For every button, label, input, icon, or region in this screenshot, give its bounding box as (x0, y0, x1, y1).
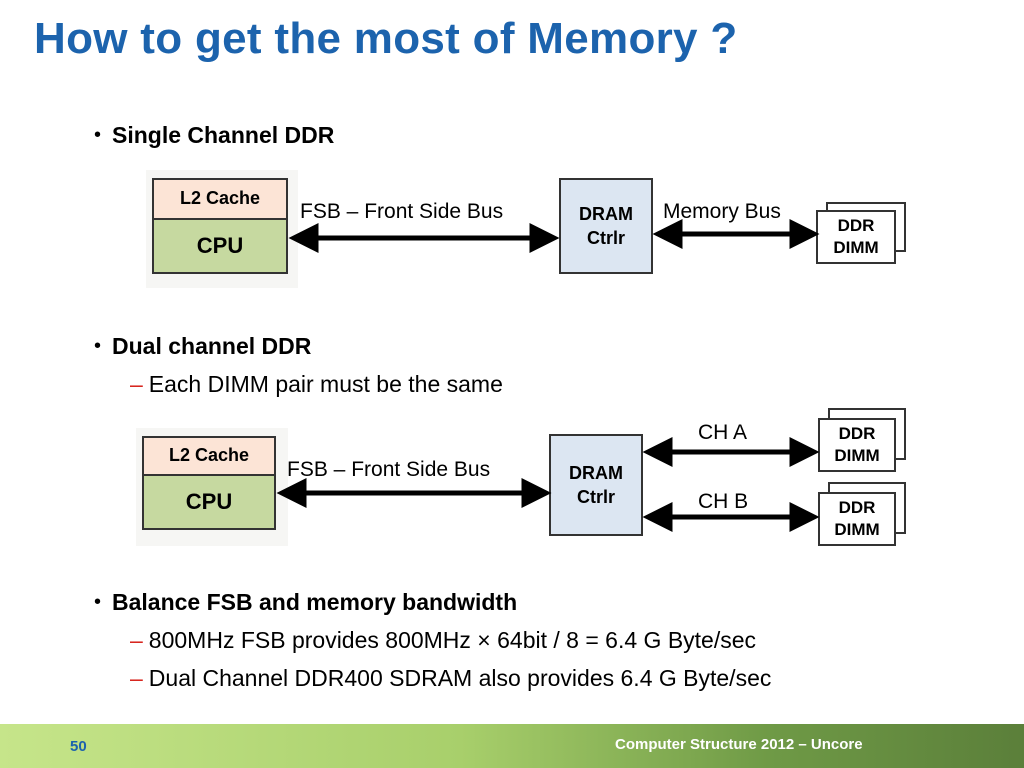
bullet-glyph: • (94, 591, 102, 613)
memory-bus-label: Memory Bus (663, 200, 781, 223)
bullet-text: Single Channel DDR (112, 122, 335, 148)
bullet-text: Balance FSB and memory bandwidth (112, 589, 518, 615)
bullet-balance-bandwidth: • Balance FSB and memory bandwidth (94, 589, 517, 616)
sub-dimm-pair: –Each DIMM pair must be the same (130, 371, 503, 398)
dimm-label-line1: DDR (837, 216, 875, 235)
sub-text: Dual Channel DDR400 SDRAM also provides … (148, 665, 772, 691)
sub-text: 800MHz FSB provides 800MHz × 64bit / 8 =… (148, 627, 757, 653)
bullet-text: Dual channel DDR (112, 333, 312, 359)
bullet-single-channel: • Single Channel DDR (94, 122, 334, 149)
footer-title: Computer Structure 2012 – Uncore (615, 736, 863, 753)
fsb-label: FSB – Front Side Bus (300, 200, 504, 223)
dimm-label-line2: DIMM (834, 446, 880, 465)
dash-glyph: – (130, 627, 143, 653)
dimm-label-line1: DDR (838, 424, 876, 443)
dram-label-line2: Ctrlr (576, 487, 615, 507)
dram-label-line2: Ctrlr (586, 228, 625, 248)
dimm-label-line2: DIMM (833, 238, 879, 257)
cpu-box: CPU (152, 218, 288, 274)
fsb-label-2: FSB – Front Side Bus (287, 458, 491, 481)
dram-label-line1: DRAM (569, 463, 623, 483)
ddr-dimm-box: DDR DIMM (816, 210, 896, 264)
dash-glyph: – (130, 665, 143, 691)
slide-title: How to get the most of Memory ? (34, 14, 738, 63)
bullet-glyph: • (94, 335, 102, 357)
dram-controller-box-2: DRAM Ctrlr (549, 434, 643, 536)
dimm-label-line2: DIMM (834, 520, 880, 539)
footer-bar: 50 Computer Structure 2012 – Uncore (0, 724, 1024, 768)
dram-controller-box: DRAM Ctrlr (559, 178, 653, 274)
bullet-dual-channel: • Dual channel DDR (94, 333, 311, 360)
sub-text: Each DIMM pair must be the same (148, 371, 503, 397)
l2-cache-box: L2 Cache (152, 178, 288, 220)
page-number: 50 (70, 738, 87, 755)
ddr-dimm-box-a: DDR DIMM (818, 418, 896, 472)
dash-glyph: – (130, 371, 143, 397)
bullet-glyph: • (94, 124, 102, 146)
cpu-box-2: CPU (142, 474, 276, 530)
sub-fsb-bandwidth: –800MHz FSB provides 800MHz × 64bit / 8 … (130, 627, 756, 654)
dimm-label-line1: DDR (838, 498, 876, 517)
sub-ddr400-bandwidth: –Dual Channel DDR400 SDRAM also provides… (130, 665, 771, 692)
dram-label-line1: DRAM (579, 204, 633, 224)
